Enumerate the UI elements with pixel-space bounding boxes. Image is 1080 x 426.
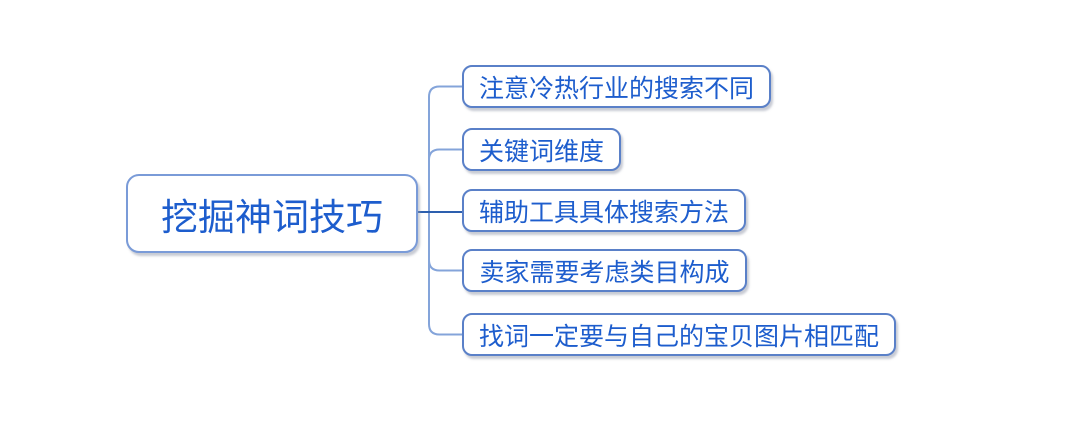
root-node-label: 挖掘神词技巧 — [161, 197, 383, 239]
child-node-3-label: 辅助工具具体搜索方法 — [478, 199, 729, 227]
child-node-1-label: 注意冷热行业的搜索不同 — [478, 75, 754, 103]
child-node-2-label: 关键词维度 — [478, 138, 604, 166]
edge-root-to-child-1 — [428, 85, 462, 212]
child-node-5-label: 找词一定要与自己的宝贝图片相匹配 — [478, 323, 879, 351]
edge-root-to-child-2 — [428, 148, 462, 212]
child-node-5[interactable]: 找词一定要与自己的宝贝图片相匹配 — [462, 313, 896, 356]
child-node-4[interactable]: 卖家需要考虑类目构成 — [462, 249, 747, 292]
child-node-3[interactable]: 辅助工具具体搜索方法 — [462, 189, 746, 232]
child-node-1[interactable]: 注意冷热行业的搜索不同 — [462, 65, 771, 108]
edge-root-to-child-4 — [428, 212, 462, 272]
root-node[interactable]: 挖掘神词技巧 — [126, 174, 418, 253]
child-node-4-label: 卖家需要考虑类目构成 — [479, 259, 730, 287]
child-node-2[interactable]: 关键词维度 — [462, 128, 621, 171]
edge-root-to-child-5 — [428, 212, 462, 336]
